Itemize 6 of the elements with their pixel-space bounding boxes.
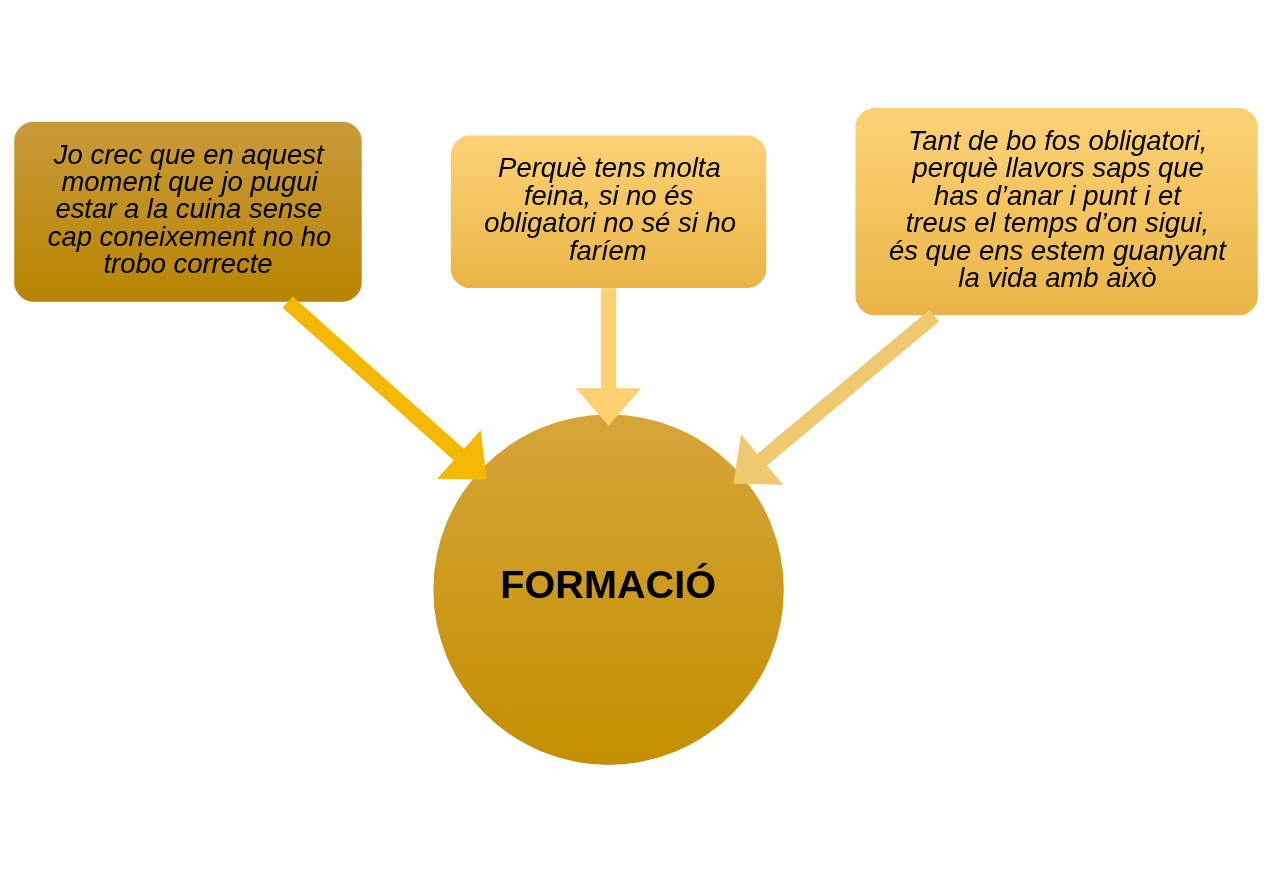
arrow [575, 288, 642, 426]
node-box: Jo crec que en aquest moment que jo pugui estar a la cuina sense cap coneixement no ho trobo correcte [14, 121, 362, 302]
node-box: Perquè tens molta feina, si no és obligatori no sé si ho faríem [450, 135, 767, 288]
arrow [282, 296, 487, 480]
arrow [733, 309, 940, 485]
node-box: Tant de bo fos obligatori, perquè llavors saps que has d’anar i punt i et treus el temps d’on sigui, és que ens estem guanyant la vida amb això [855, 108, 1258, 316]
